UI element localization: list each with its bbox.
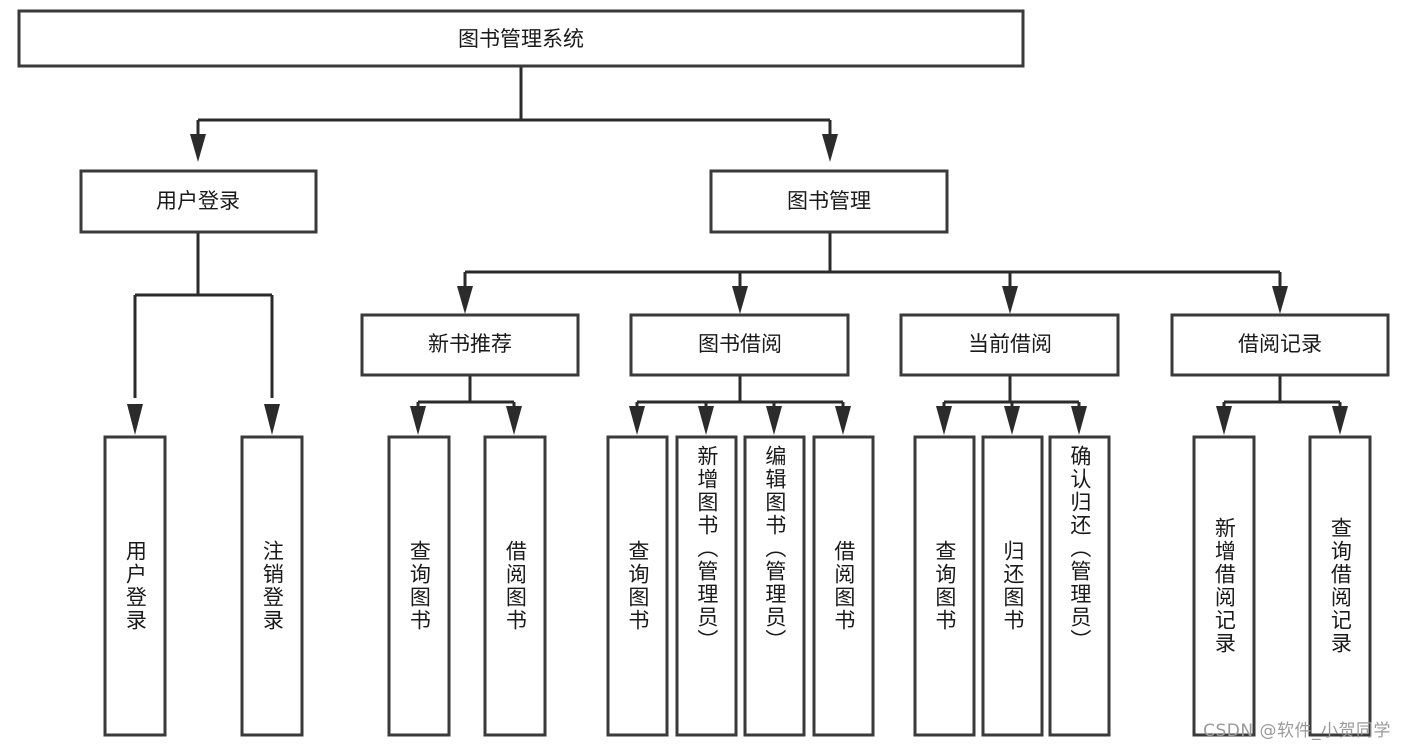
node-borrow-record[interactable]: 借阅记录 (1170, 313, 1390, 377)
arrow-head-leaf-query-book-2 (629, 406, 645, 435)
node-user-login-box[interactable] (79, 169, 318, 234)
node-borrow-record-label: 借阅记录 (1238, 332, 1322, 356)
arrow-head-leaf-query-book-1 (410, 406, 426, 435)
arrow-head-leaf-borrow-book-1 (506, 406, 522, 435)
arrow-head-leaf-user-login (127, 404, 143, 435)
node-user-login-label: 用户登录 (156, 189, 240, 213)
leaf-box-query-book-1[interactable] (387, 435, 451, 737)
connector-group-bookmanage (457, 232, 1288, 314)
node-book-borrow-box[interactable] (629, 313, 850, 377)
arrow-head-leaf-query-record (1332, 406, 1348, 435)
leaf-box-logout-login[interactable] (240, 435, 304, 737)
leaf-box-return-book[interactable] (981, 435, 1044, 737)
connector-group-bookborrow (629, 375, 851, 435)
arrow-head-leaf-return-book (1004, 406, 1020, 435)
connector-group-borrowrecord (1216, 375, 1348, 435)
leaf-box-add-book[interactable] (675, 435, 738, 737)
connector-group-userlogin (127, 232, 280, 435)
node-borrow-record-box[interactable] (1170, 313, 1390, 377)
arrow-head-leaf-borrow-book-2 (835, 406, 851, 435)
arrow-head-leaf-edit-book (766, 406, 782, 435)
connector-group-newbookrec (410, 375, 522, 435)
leaf-box-query-book-2[interactable] (606, 435, 669, 737)
node-current-borrow-box[interactable] (899, 313, 1120, 377)
node-book-borrow-label: 图书借阅 (698, 332, 782, 356)
node-new-book-rec[interactable]: 新书推荐 (360, 313, 580, 377)
node-user-login[interactable]: 用户登录 (79, 169, 318, 234)
arrow-head-current-borrow (1002, 286, 1018, 314)
node-root-label: 图书管理系统 (458, 27, 584, 51)
node-new-book-rec-box[interactable] (360, 313, 580, 377)
arrow-head-book-borrow (732, 286, 748, 314)
node-book-manage-box[interactable] (709, 169, 949, 234)
arrow-head-new-book-rec (457, 286, 473, 314)
watermark-text: CSDN @软件_小贺同学 (1203, 721, 1391, 741)
arrow-head-userlogin (190, 134, 206, 162)
leaf-box-borrow-book-2[interactable] (812, 435, 875, 737)
arrow-head-leaf-logout-login (264, 404, 280, 435)
arrow-head-leaf-query-book-3 (936, 406, 952, 435)
node-book-manage-label: 图书管理 (787, 189, 871, 213)
node-new-book-rec-label: 新书推荐 (428, 332, 512, 356)
leaf-box-edit-book[interactable] (743, 435, 806, 737)
node-book-manage[interactable]: 图书管理 (709, 169, 949, 234)
arrow-head-bookmanage (822, 134, 838, 162)
node-current-borrow-label: 当前借阅 (968, 332, 1052, 356)
node-root[interactable]: 图书管理系统 (17, 9, 1025, 68)
connector-group-currentborrow (936, 375, 1087, 435)
leaf-box-borrow-book-1[interactable] (483, 435, 547, 737)
leaf-box-add-record[interactable] (1192, 435, 1256, 737)
leaf-box-query-book-3[interactable] (913, 435, 976, 737)
arrow-head-leaf-confirm-return (1071, 406, 1087, 435)
connector-group-root (190, 67, 838, 162)
node-current-borrow[interactable]: 当前借阅 (899, 313, 1120, 377)
node-root-box[interactable] (17, 9, 1025, 68)
arrow-head-leaf-add-book (698, 406, 714, 435)
leaf-box-query-record[interactable] (1308, 435, 1372, 737)
arrow-head-leaf-add-record (1216, 406, 1232, 435)
node-book-borrow[interactable]: 图书借阅 (629, 313, 850, 377)
arrow-head-borrow-record (1272, 286, 1288, 314)
leaf-box-confirm-return[interactable] (1048, 435, 1111, 737)
leaf-box-user-login[interactable] (103, 435, 167, 737)
